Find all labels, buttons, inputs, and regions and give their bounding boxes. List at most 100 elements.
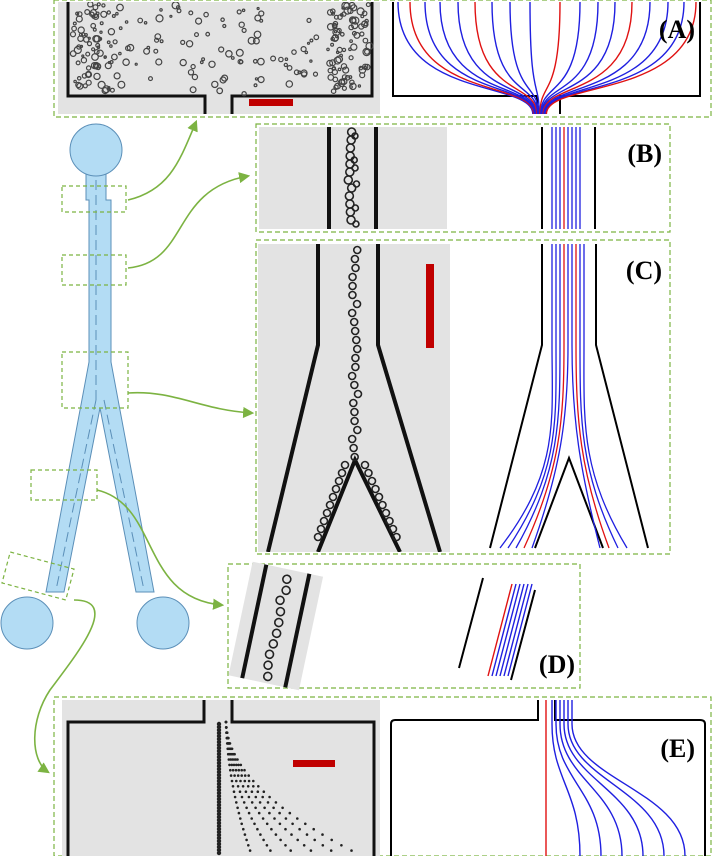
particle xyxy=(321,844,325,847)
panel-b-label: (B) xyxy=(627,139,662,168)
particle xyxy=(347,434,357,444)
streamline xyxy=(503,583,529,677)
device-schematic xyxy=(0,123,190,650)
particle xyxy=(112,39,118,45)
particle xyxy=(378,500,387,510)
particle xyxy=(364,48,371,55)
particle xyxy=(326,47,330,52)
particle xyxy=(240,795,244,799)
particle xyxy=(265,822,269,826)
streamline xyxy=(529,1,540,115)
streamline xyxy=(424,1,536,115)
particle xyxy=(208,60,216,69)
particle xyxy=(222,23,227,29)
panel-e-scale-bar xyxy=(293,760,335,767)
particle xyxy=(87,2,94,8)
particle xyxy=(326,59,334,67)
particle xyxy=(231,785,235,788)
particle xyxy=(95,42,101,48)
particle xyxy=(116,3,124,12)
particle xyxy=(190,63,196,70)
particle xyxy=(254,795,258,799)
particle xyxy=(333,30,338,34)
particle xyxy=(342,66,350,74)
particle xyxy=(257,785,260,788)
particle xyxy=(250,817,253,820)
particle xyxy=(257,811,261,815)
particle xyxy=(259,833,262,836)
particle xyxy=(235,801,238,804)
panel-c-streamlines xyxy=(499,244,628,549)
particle xyxy=(124,45,131,52)
particle xyxy=(253,83,258,88)
particle xyxy=(211,80,219,89)
particle xyxy=(153,48,159,54)
particle xyxy=(75,60,81,66)
panel-a-streamlines xyxy=(397,1,697,115)
particle xyxy=(85,51,91,57)
particle xyxy=(350,416,359,426)
particle xyxy=(289,849,293,852)
particle xyxy=(374,492,384,502)
streamline xyxy=(542,1,633,115)
particle xyxy=(203,11,209,18)
particle xyxy=(240,768,243,772)
particle xyxy=(288,811,292,815)
particle xyxy=(99,21,104,26)
particle xyxy=(341,6,345,10)
particle xyxy=(306,17,312,23)
particle xyxy=(109,87,115,93)
panel-e-sim-walls xyxy=(390,700,706,856)
zoom-box-c xyxy=(61,254,127,286)
particle xyxy=(225,726,228,729)
particle xyxy=(266,801,270,804)
particle xyxy=(357,84,362,88)
particle xyxy=(258,10,265,17)
particle xyxy=(78,32,84,37)
particle xyxy=(247,774,250,777)
particle xyxy=(341,74,348,80)
particle xyxy=(243,833,247,836)
particle xyxy=(236,758,239,761)
particle xyxy=(347,371,357,381)
particle xyxy=(95,11,100,16)
particle xyxy=(234,758,237,761)
particle xyxy=(284,57,289,62)
particle xyxy=(340,844,343,847)
particle xyxy=(265,844,269,847)
particle xyxy=(254,806,257,810)
particle xyxy=(248,849,252,852)
particle xyxy=(218,46,225,53)
particle xyxy=(247,844,250,847)
particle xyxy=(240,774,243,777)
particle xyxy=(237,763,240,767)
streamline xyxy=(563,700,644,856)
particle xyxy=(335,55,344,64)
particle xyxy=(155,14,164,23)
particle xyxy=(341,2,350,10)
particle xyxy=(365,41,374,51)
particle xyxy=(236,774,240,777)
particle xyxy=(343,6,352,15)
particle xyxy=(237,768,241,772)
streamline xyxy=(540,1,599,115)
particle xyxy=(71,25,77,32)
streamline xyxy=(523,244,565,549)
particle xyxy=(238,790,242,793)
particle xyxy=(291,49,297,55)
particle xyxy=(350,452,359,462)
streamline xyxy=(409,1,535,115)
particle xyxy=(91,14,96,19)
particle xyxy=(232,763,236,767)
particle xyxy=(261,817,265,820)
particle xyxy=(350,380,359,390)
particle xyxy=(237,58,244,65)
particle xyxy=(199,60,204,65)
particle xyxy=(201,57,206,62)
panel-c: (C) xyxy=(255,239,671,555)
particle xyxy=(348,24,355,31)
streamline xyxy=(515,244,561,549)
particle xyxy=(332,20,339,27)
particle xyxy=(103,55,107,59)
particle xyxy=(98,36,103,41)
